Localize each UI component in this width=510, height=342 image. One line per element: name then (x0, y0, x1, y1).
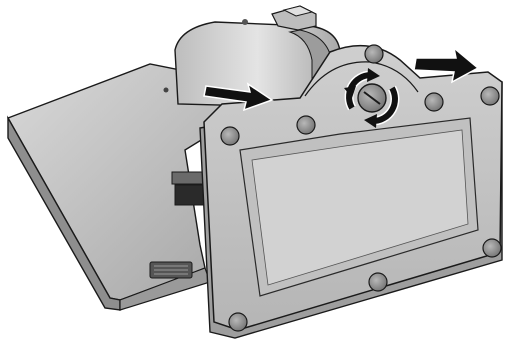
foot-dot (221, 127, 239, 145)
foot-dot (297, 116, 315, 134)
foot-dot (369, 273, 387, 291)
foot-dot (365, 45, 383, 63)
foot-dot (425, 93, 443, 111)
foot-dot (481, 87, 499, 105)
foot-dot (483, 239, 501, 257)
base-hole (164, 88, 169, 93)
foot-dot (229, 313, 247, 331)
base-vent (150, 262, 192, 278)
